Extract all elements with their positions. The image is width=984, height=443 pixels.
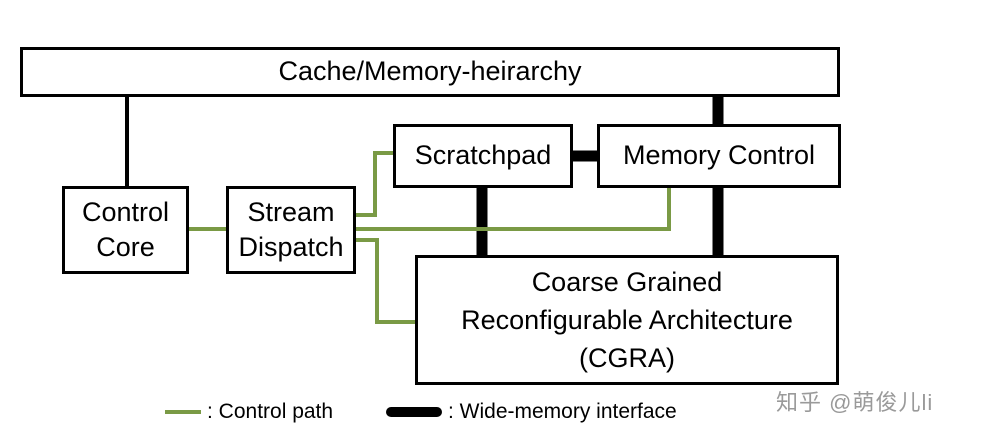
scratchpad-label: Scratchpad [414, 140, 552, 171]
cache-memory-hierarchy-block: Cache/Memory-heirarchy [20, 47, 840, 97]
stream-dispatch-block: Stream Dispatch [226, 186, 356, 274]
legend-wide-memory: : Wide-memory interface [386, 398, 677, 426]
control-core-block: Control Core [62, 186, 189, 274]
cgra-label-line-3: (CGRA) [579, 343, 675, 374]
stream-dispatch-to-memory-control-control-path [356, 188, 671, 231]
legend-wide-memory-swatch [386, 407, 442, 417]
stream-dispatch-to-cgra-control-path [356, 238, 416, 324]
stream-dispatch-to-scratchpad-control-path [356, 151, 394, 217]
watermark: 知乎 @萌俊儿li [776, 390, 934, 415]
memory-control-label: Memory Control [622, 140, 816, 171]
cgra-label-line-1: Coarse Grained [531, 266, 723, 297]
legend-control-path-swatch [165, 410, 201, 414]
legend-control-path: : Control path [165, 398, 333, 426]
legend-wide-memory-label: : Wide-memory interface [448, 400, 677, 423]
control-core-label-line-2: Core [96, 232, 155, 262]
scratchpad-block: Scratchpad [393, 124, 573, 188]
memory-control-block: Memory Control [597, 124, 841, 188]
cache-memory-hierarchy-label: Cache/Memory-heirarchy [278, 56, 582, 87]
cgra-label-line-2: Reconfigurable Architecture [461, 304, 793, 335]
legend-control-path-label: : Control path [207, 400, 334, 423]
stream-dispatch-label-line-2: Dispatch [238, 232, 344, 262]
stream-dispatch-label-line-1: Stream [247, 196, 335, 227]
control-core-label-line-1: Control [81, 196, 170, 227]
cgra-block: Coarse Grained Reconfigurable Architectu… [415, 255, 839, 385]
